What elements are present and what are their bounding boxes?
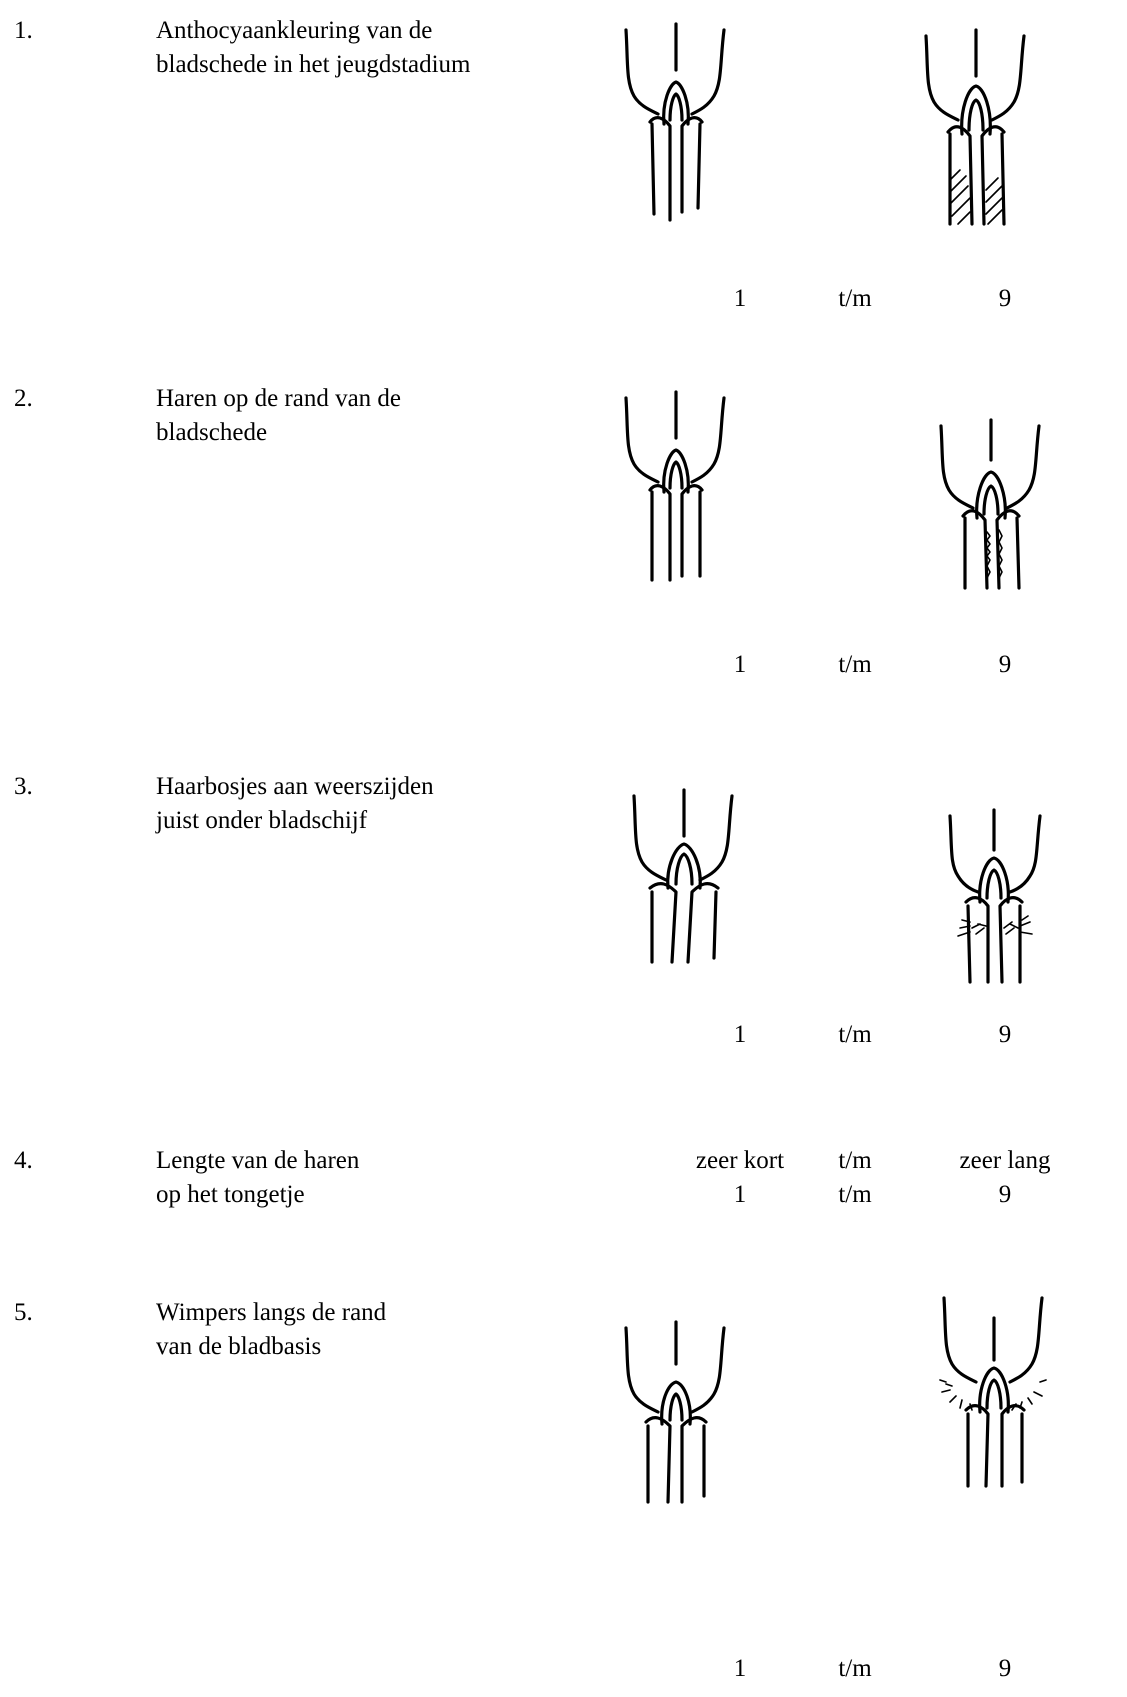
item-2-description-line2: bladschede: [156, 416, 267, 450]
item-3-description-line2: juist onder bladschijf: [156, 804, 367, 838]
item-1-illustration-low: [620, 22, 730, 222]
item-5-description-line2: van de bladbasis: [156, 1330, 321, 1364]
item-5-description-line1: Wimpers langs de rand: [156, 1296, 386, 1330]
item-1-number: 1.: [14, 14, 33, 48]
item-1-illustration-high: [920, 30, 1030, 230]
item-2-number: 2.: [14, 382, 33, 416]
item-1-description-line1: Anthocyaankleuring van de: [156, 14, 432, 48]
item-2-illustration-low: [620, 390, 730, 590]
item-4-number: 4.: [14, 1144, 33, 1178]
item-1-scale-high: 9: [905, 282, 1105, 316]
item-4-description-line1: Lengte van de haren: [156, 1144, 359, 1178]
item-3-illustration-low: [628, 788, 738, 988]
item-4-description-line2: op het tongetje: [156, 1178, 305, 1212]
item-2-description-line1: Haren op de rand van de: [156, 382, 401, 416]
item-5-number: 5.: [14, 1296, 33, 1330]
item-5-illustration-low: [620, 1320, 730, 1520]
item-3-illustration-high: [936, 810, 1046, 1000]
item-2-scale-high: 9: [905, 648, 1105, 682]
item-1-description-line2: bladschede in het jeugdstadium: [156, 48, 471, 82]
item-4-scale-high: 9: [905, 1178, 1105, 1212]
item-3-description-line1: Haarbosjes aan weerszijden: [156, 770, 434, 804]
item-4-scale-word-high: zeer lang: [905, 1144, 1105, 1178]
item-5-scale-high: 9: [905, 1652, 1105, 1686]
item-5-illustration-high: [936, 1292, 1046, 1492]
item-3-scale-high: 9: [905, 1018, 1105, 1052]
item-3-number: 3.: [14, 770, 33, 804]
item-2-illustration-high: [935, 420, 1045, 620]
